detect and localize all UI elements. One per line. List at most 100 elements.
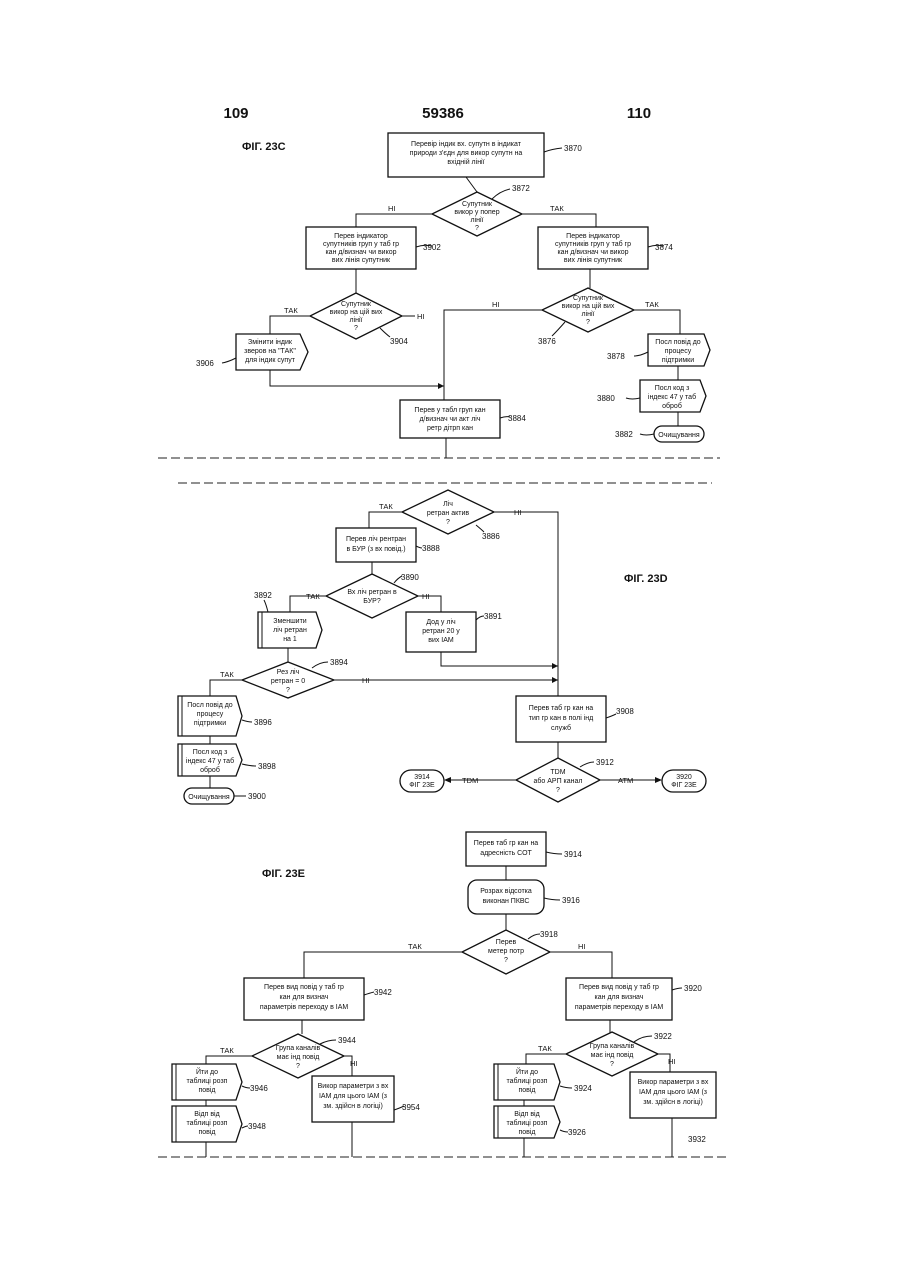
- step-3896: Посл повід допроцесупідтримки 3896: [178, 696, 272, 736]
- svg-text:3876: 3876: [538, 337, 556, 346]
- svg-text:3946: 3946: [250, 1084, 268, 1093]
- svg-text:ТАК: ТАК: [550, 204, 564, 213]
- connector-3914: 3914ФІГ 23Е: [400, 770, 444, 792]
- step-3888: Перев ліч рентранв БУР (з вх повід.) 388…: [336, 528, 440, 562]
- step-3946: Йти дотаблиці розпповід 3946: [172, 1064, 268, 1100]
- svg-text:НІ: НІ: [422, 592, 430, 601]
- step-3906: Змінити індикзверов на "ТАК"для індик су…: [196, 334, 308, 370]
- svg-text:ATM: ATM: [618, 776, 633, 785]
- svg-text:3890: 3890: [401, 573, 419, 582]
- svg-text:НІ: НІ: [514, 508, 522, 517]
- svg-text:ТАК: ТАК: [538, 1044, 552, 1053]
- figure-label-23e: ФІГ. 23Е: [262, 868, 305, 880]
- svg-text:Викор параметри з вхIAM для ц: Викор параметри з вхIAM для цього IAM (з…: [318, 1083, 389, 1110]
- page-number-right: 110: [627, 105, 651, 122]
- svg-text:3932: 3932: [688, 1135, 706, 1144]
- svg-text:ТАК: ТАК: [284, 306, 298, 315]
- step-3948: Відп відтаблиці розпповід 3948: [172, 1106, 266, 1142]
- figure-label-23d: ФІГ. 23D: [624, 573, 668, 585]
- decision-3886: Лічретран актив? 3886: [402, 490, 500, 541]
- svg-text:Викор параметри з вхIAM для ц: Викор параметри з вхIAM для цього IAM (з…: [638, 1079, 709, 1106]
- step-3902: Перев індикаторсупутників груп у таб грк…: [306, 227, 441, 269]
- svg-text:ТАК: ТАК: [306, 592, 320, 601]
- decision-3918: Перевметер потр? 3918: [462, 930, 558, 974]
- decision-3872: Супутниквикор у поперлінії? 3872: [432, 184, 530, 236]
- svg-text:3878: 3878: [607, 352, 625, 361]
- decision-3944: Група каналівмає інд повід? 3944: [252, 1034, 356, 1078]
- page-number-left: 109: [223, 105, 248, 122]
- svg-text:TDM: TDM: [462, 776, 478, 785]
- terminator-3882: Очищування 3882: [615, 426, 704, 442]
- svg-text:3924: 3924: [574, 1084, 592, 1093]
- svg-text:3898: 3898: [258, 762, 276, 771]
- svg-text:3912: 3912: [596, 758, 614, 767]
- decision-3904: Супутниквикор на цій вихлінії? 3904: [310, 293, 408, 346]
- svg-text:3942: 3942: [374, 988, 392, 997]
- decision-3922: Група каналівмає інд повід? 3922: [566, 1032, 672, 1076]
- svg-text:3922: 3922: [654, 1032, 672, 1041]
- decision-3912: TDMабо АРП канал? 3912: [516, 758, 614, 802]
- svg-text:3900: 3900: [248, 792, 266, 801]
- svg-text:НІ: НІ: [417, 312, 425, 321]
- step-3942: Перев вид повід у таб гркан для визначпа…: [244, 978, 392, 1020]
- decision-3890: Вх ліч ретран вБУР? 3890: [326, 573, 419, 618]
- svg-text:3886: 3886: [482, 532, 500, 541]
- decision-3876: Супутниквикор на цій вихлінії? 3876: [538, 288, 634, 346]
- svg-text:3874: 3874: [655, 243, 673, 252]
- svg-text:3892: 3892: [254, 591, 272, 600]
- step-3878: Посл повід допроцесупідтримки 3878: [607, 334, 710, 366]
- step-3898: Посл код зіндекс 47 у табоброб 3898: [178, 744, 276, 776]
- connector-3920: 3920ФІГ 23Е: [662, 770, 706, 792]
- svg-text:3926: 3926: [568, 1128, 586, 1137]
- svg-text:3904: 3904: [390, 337, 408, 346]
- step-3926: Відп відтаблиці розпповід 3926: [494, 1106, 586, 1138]
- step-3954: Викор параметри з вхIAM для цього IAM (з…: [312, 1076, 420, 1122]
- svg-text:НІ: НІ: [362, 676, 370, 685]
- svg-text:3882: 3882: [615, 430, 633, 439]
- svg-text:3896: 3896: [254, 718, 272, 727]
- step-3914: Перев таб гр кан наадресність СОТ 3914: [466, 832, 582, 866]
- step-3924: Йти дотаблиці розпповід 3924: [494, 1064, 592, 1100]
- svg-text:3948: 3948: [248, 1122, 266, 1131]
- step-3932: Викор параметри з вхIAM для цього IAM (з…: [630, 1072, 716, 1144]
- step-3874: Перев індикаторсупутників груп у таб грк…: [538, 227, 673, 269]
- svg-text:3884: 3884: [508, 414, 526, 423]
- terminator-3900: Очищування 3900: [184, 788, 266, 804]
- step-3891: Дод у лічретран 20 увих IAM 3891: [406, 612, 502, 652]
- svg-text:Очищування: Очищування: [658, 432, 700, 439]
- svg-text:ТАК: ТАК: [408, 942, 422, 951]
- svg-text:ТАК: ТАК: [379, 502, 393, 511]
- svg-text:3888: 3888: [422, 544, 440, 553]
- svg-text:3920: 3920: [684, 984, 702, 993]
- svg-text:3870: 3870: [564, 144, 582, 153]
- svg-text:НІ: НІ: [668, 1057, 676, 1066]
- svg-text:Очищування: Очищування: [188, 794, 230, 801]
- step-3884: Перев у табл груп канд/визнач чи акт ліч…: [400, 400, 526, 438]
- svg-text:ТАК: ТАК: [645, 300, 659, 309]
- svg-text:Змінити індикзверов на "ТАК"дл: Змінити індикзверов на "ТАК"для індик су…: [244, 338, 296, 364]
- svg-text:ТАК: ТАК: [220, 670, 234, 679]
- step-3920: Перев вид повід у таб гркан для визначпа…: [566, 978, 702, 1020]
- svg-text:НІ: НІ: [350, 1059, 358, 1068]
- svg-text:3908: 3908: [616, 707, 634, 716]
- svg-text:3918: 3918: [540, 930, 558, 939]
- svg-text:НІ: НІ: [492, 300, 500, 309]
- svg-text:3894: 3894: [330, 658, 348, 667]
- svg-text:3872: 3872: [512, 184, 530, 193]
- document-number: 59386: [422, 105, 464, 122]
- svg-text:3891: 3891: [484, 612, 502, 621]
- step-3880: Посл код зіндекс 47 у табоброб 3880: [597, 380, 706, 412]
- svg-text:3944: 3944: [338, 1036, 356, 1045]
- svg-text:ТАК: ТАК: [220, 1046, 234, 1055]
- figure-label-23c: ФІГ. 23С: [242, 141, 286, 153]
- svg-text:3880: 3880: [597, 394, 615, 403]
- svg-text:3954: 3954: [402, 1103, 420, 1112]
- svg-text:3906: 3906: [196, 359, 214, 368]
- step-3870: Перевір індик вх. супутн в індикатприрод…: [388, 133, 582, 177]
- svg-text:НІ: НІ: [388, 204, 396, 213]
- svg-text:3914: 3914: [564, 850, 582, 859]
- svg-text:3916: 3916: [562, 896, 580, 905]
- step-3908: Перев таб гр кан натип гр кан в полі інд…: [516, 696, 634, 742]
- svg-text:НІ: НІ: [578, 942, 586, 951]
